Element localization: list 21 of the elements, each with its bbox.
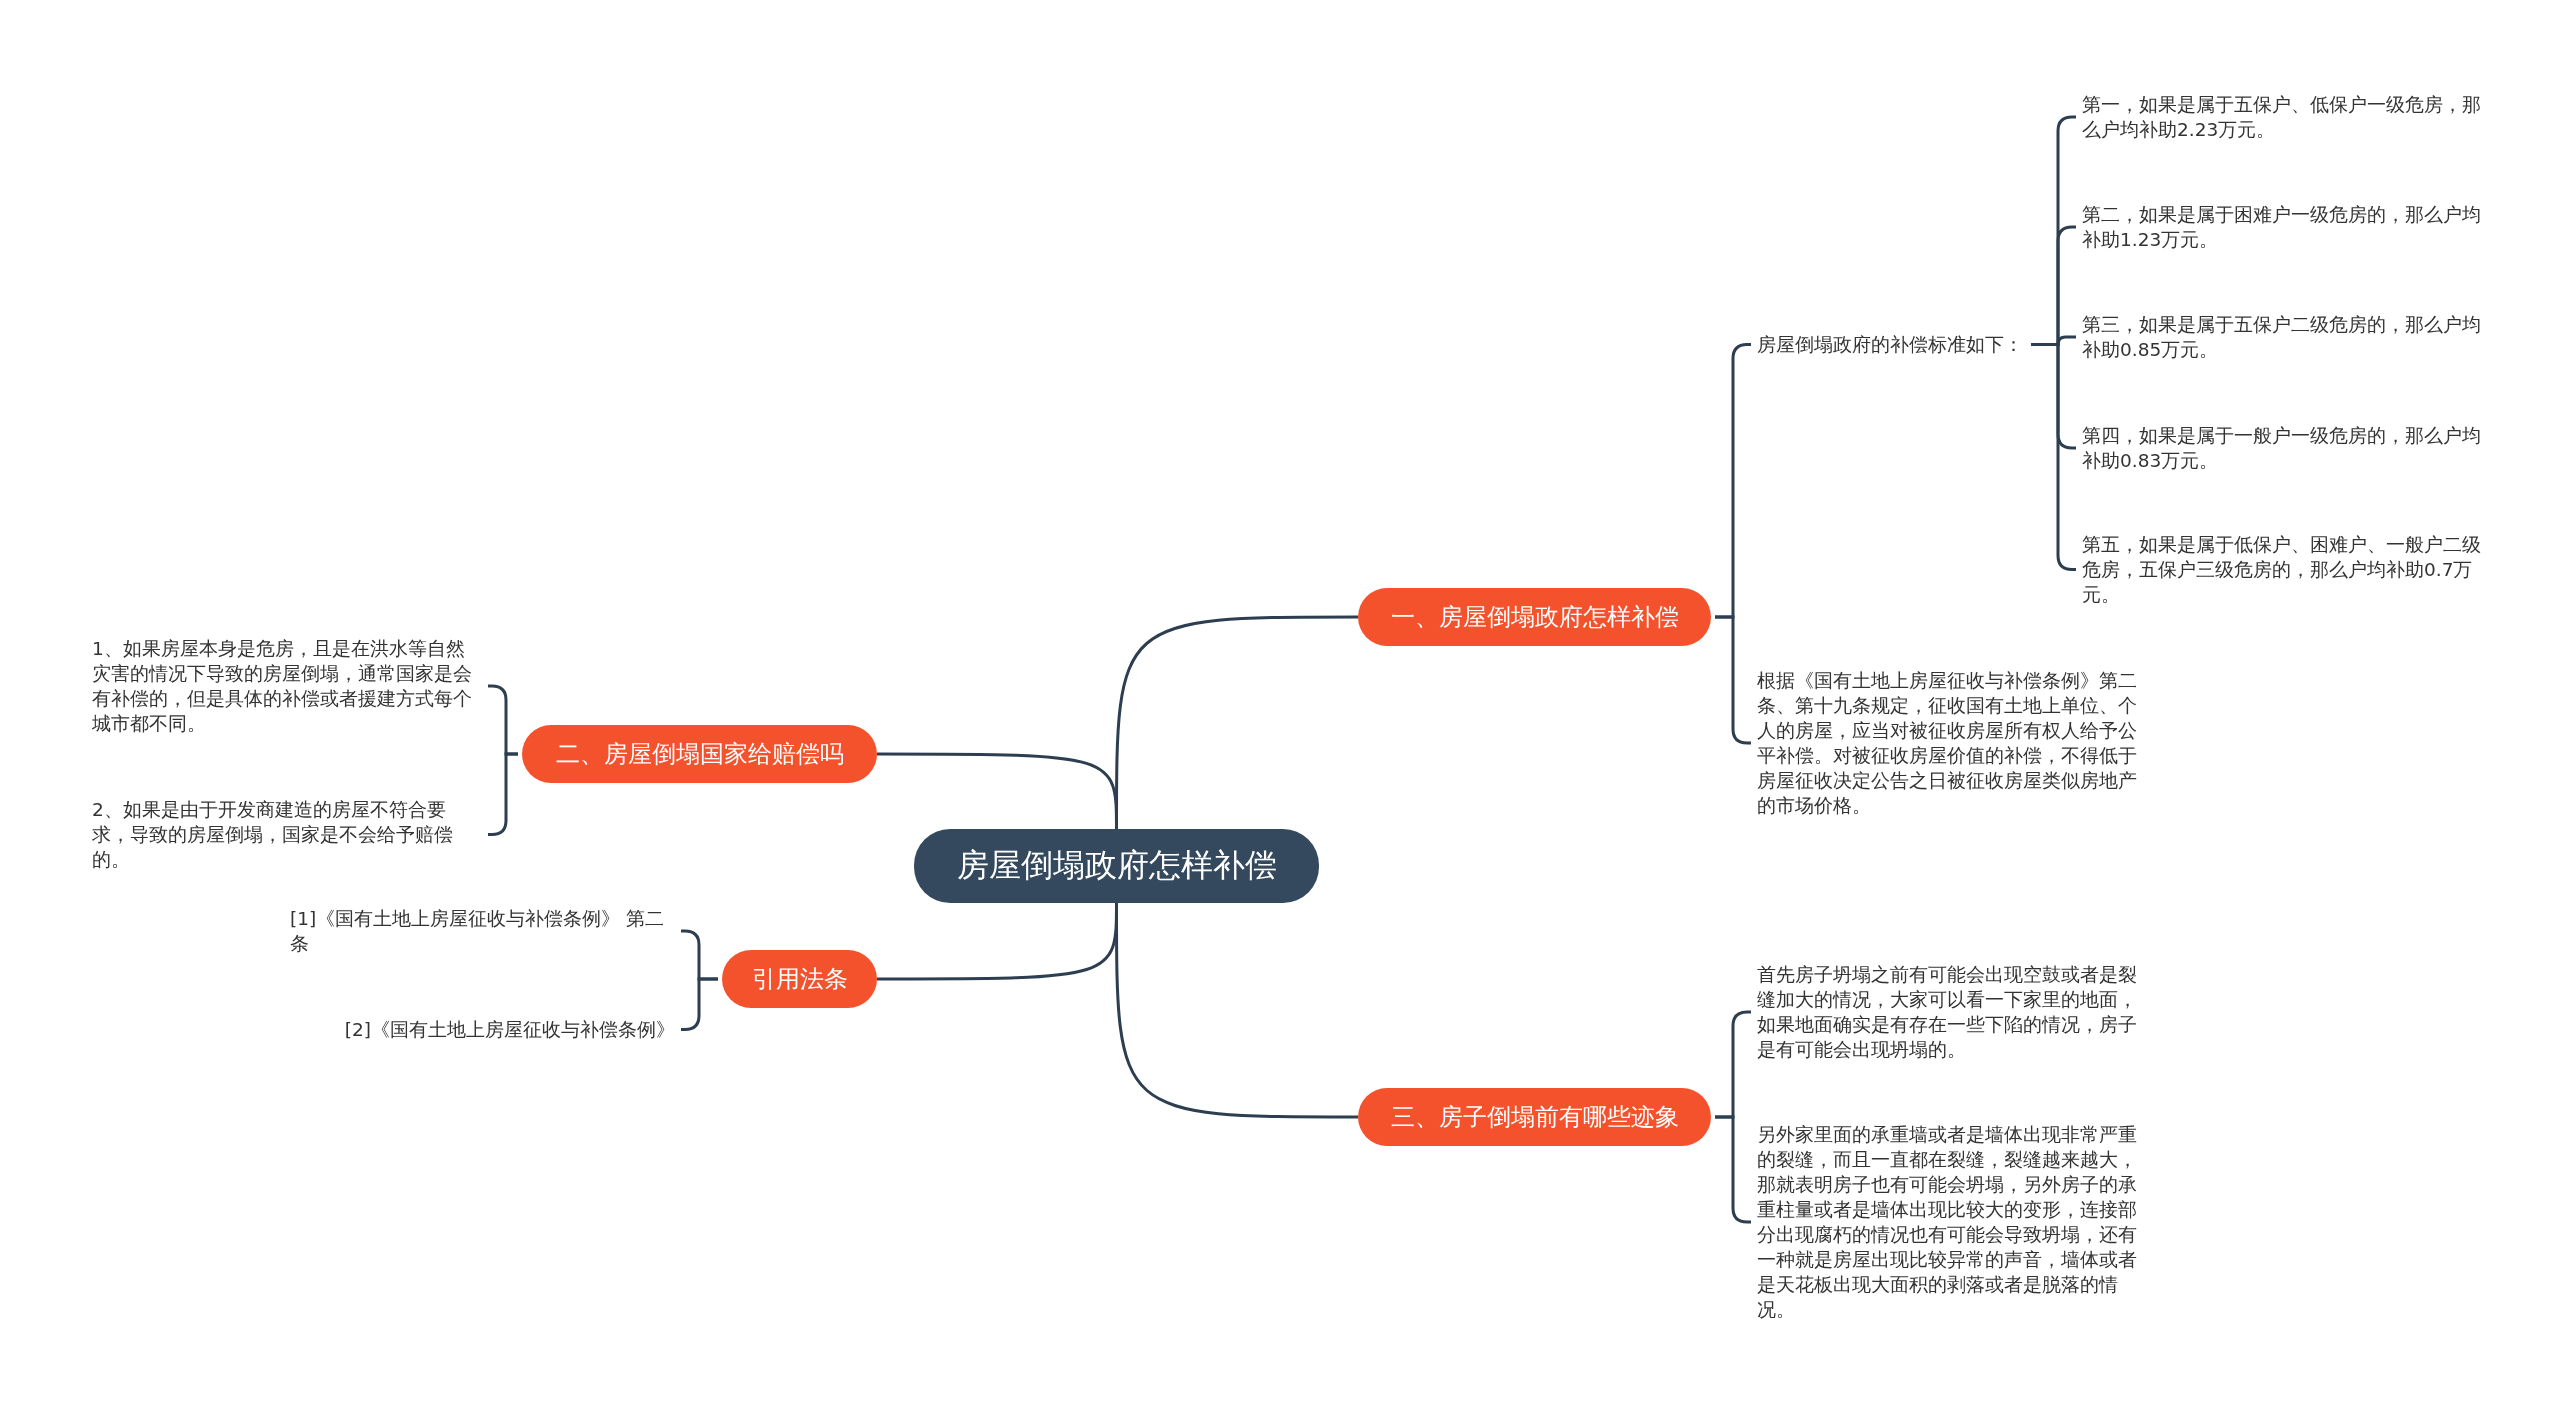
note-text: [1]《国有土地上房屋征收与补偿条例》 第二条 xyxy=(290,906,675,956)
note-text: 房屋倒塌政府的补偿标准如下： xyxy=(1757,332,2027,357)
note-text: 根据《国有土地上房屋征收与补偿条例》第二条、第十九条规定，征收国有土地上单位、个人的房屋，应当对被征收房屋所有权人给予公平补偿。对被征收房屋价值的补偿，不得低于房屋征收决定公告之日被征收房屋类似房地产的市场价格。 xyxy=(1757,668,2152,818)
note-text: 首先房子坍塌之前有可能会出现空鼓或者是裂缝加大的情况，大家可以看一下家里的地面，如果地面确实是有存在一些下陷的情况，房子是有可能会出现坍塌的。 xyxy=(1757,962,2152,1062)
branch-topic: 引用法条 xyxy=(722,950,877,1008)
branch-topic: 三、房子倒塌前有哪些迹象 xyxy=(1358,1088,1711,1146)
note-text: [2]《国有土地上房屋征收与补偿条例》 xyxy=(290,1017,675,1042)
connector-line xyxy=(1115,903,1358,1119)
note-text: 另外家里面的承重墙或者是墙体出现非常严重的裂缝，而且一直都在裂缝，裂缝越来越大，那就表明房子也有可能会坍塌，另外房子的承重柱量或者是墙体出现比较大的变形，连接部分出现腐朽的情况也有可能会导致坍塌，还有一种就是房屋出现比较异常的声音，墙体或者是天花板出现大面积的剥落或者是脱落的情况。 xyxy=(1757,1122,2152,1322)
note-text: 第四，如果是属于一般户一级危房的，那么户均补助0.83万元。 xyxy=(2082,423,2482,473)
note-text: 2、如果是由于开发商建造的房屋不符合要求，导致的房屋倒塌，国家是不会给予赔偿的。 xyxy=(92,797,482,872)
note-text: 第五，如果是属于低保户、困难户、一般户二级危房，五保户三级危房的，那么户均补助0.7万元。 xyxy=(2082,532,2482,607)
connector-line xyxy=(877,752,1118,829)
note-text: 第三，如果是属于五保户二级危房的，那么户均补助0.85万元。 xyxy=(2082,312,2482,362)
central-topic: 房屋倒塌政府怎样补偿 xyxy=(914,829,1319,903)
branch-topic: 二、房屋倒塌国家给赔偿吗 xyxy=(522,725,877,783)
connector-line xyxy=(681,977,718,1031)
branch-topic: 一、房屋倒塌政府怎样补偿 xyxy=(1358,588,1711,646)
note-text: 第一，如果是属于五保户、低保户一级危房，那么户均补助2.23万元。 xyxy=(2082,92,2482,142)
note-text: 1、如果房屋本身是危房，且是在洪水等自然灾害的情况下导致的房屋倒塌，通常国家是会有补偿的，但是具体的补偿或者援建方式每个城市都不同。 xyxy=(92,636,482,736)
note-text: 第二，如果是属于困难户一级危房的，那么户均补助1.23万元。 xyxy=(2082,202,2482,252)
